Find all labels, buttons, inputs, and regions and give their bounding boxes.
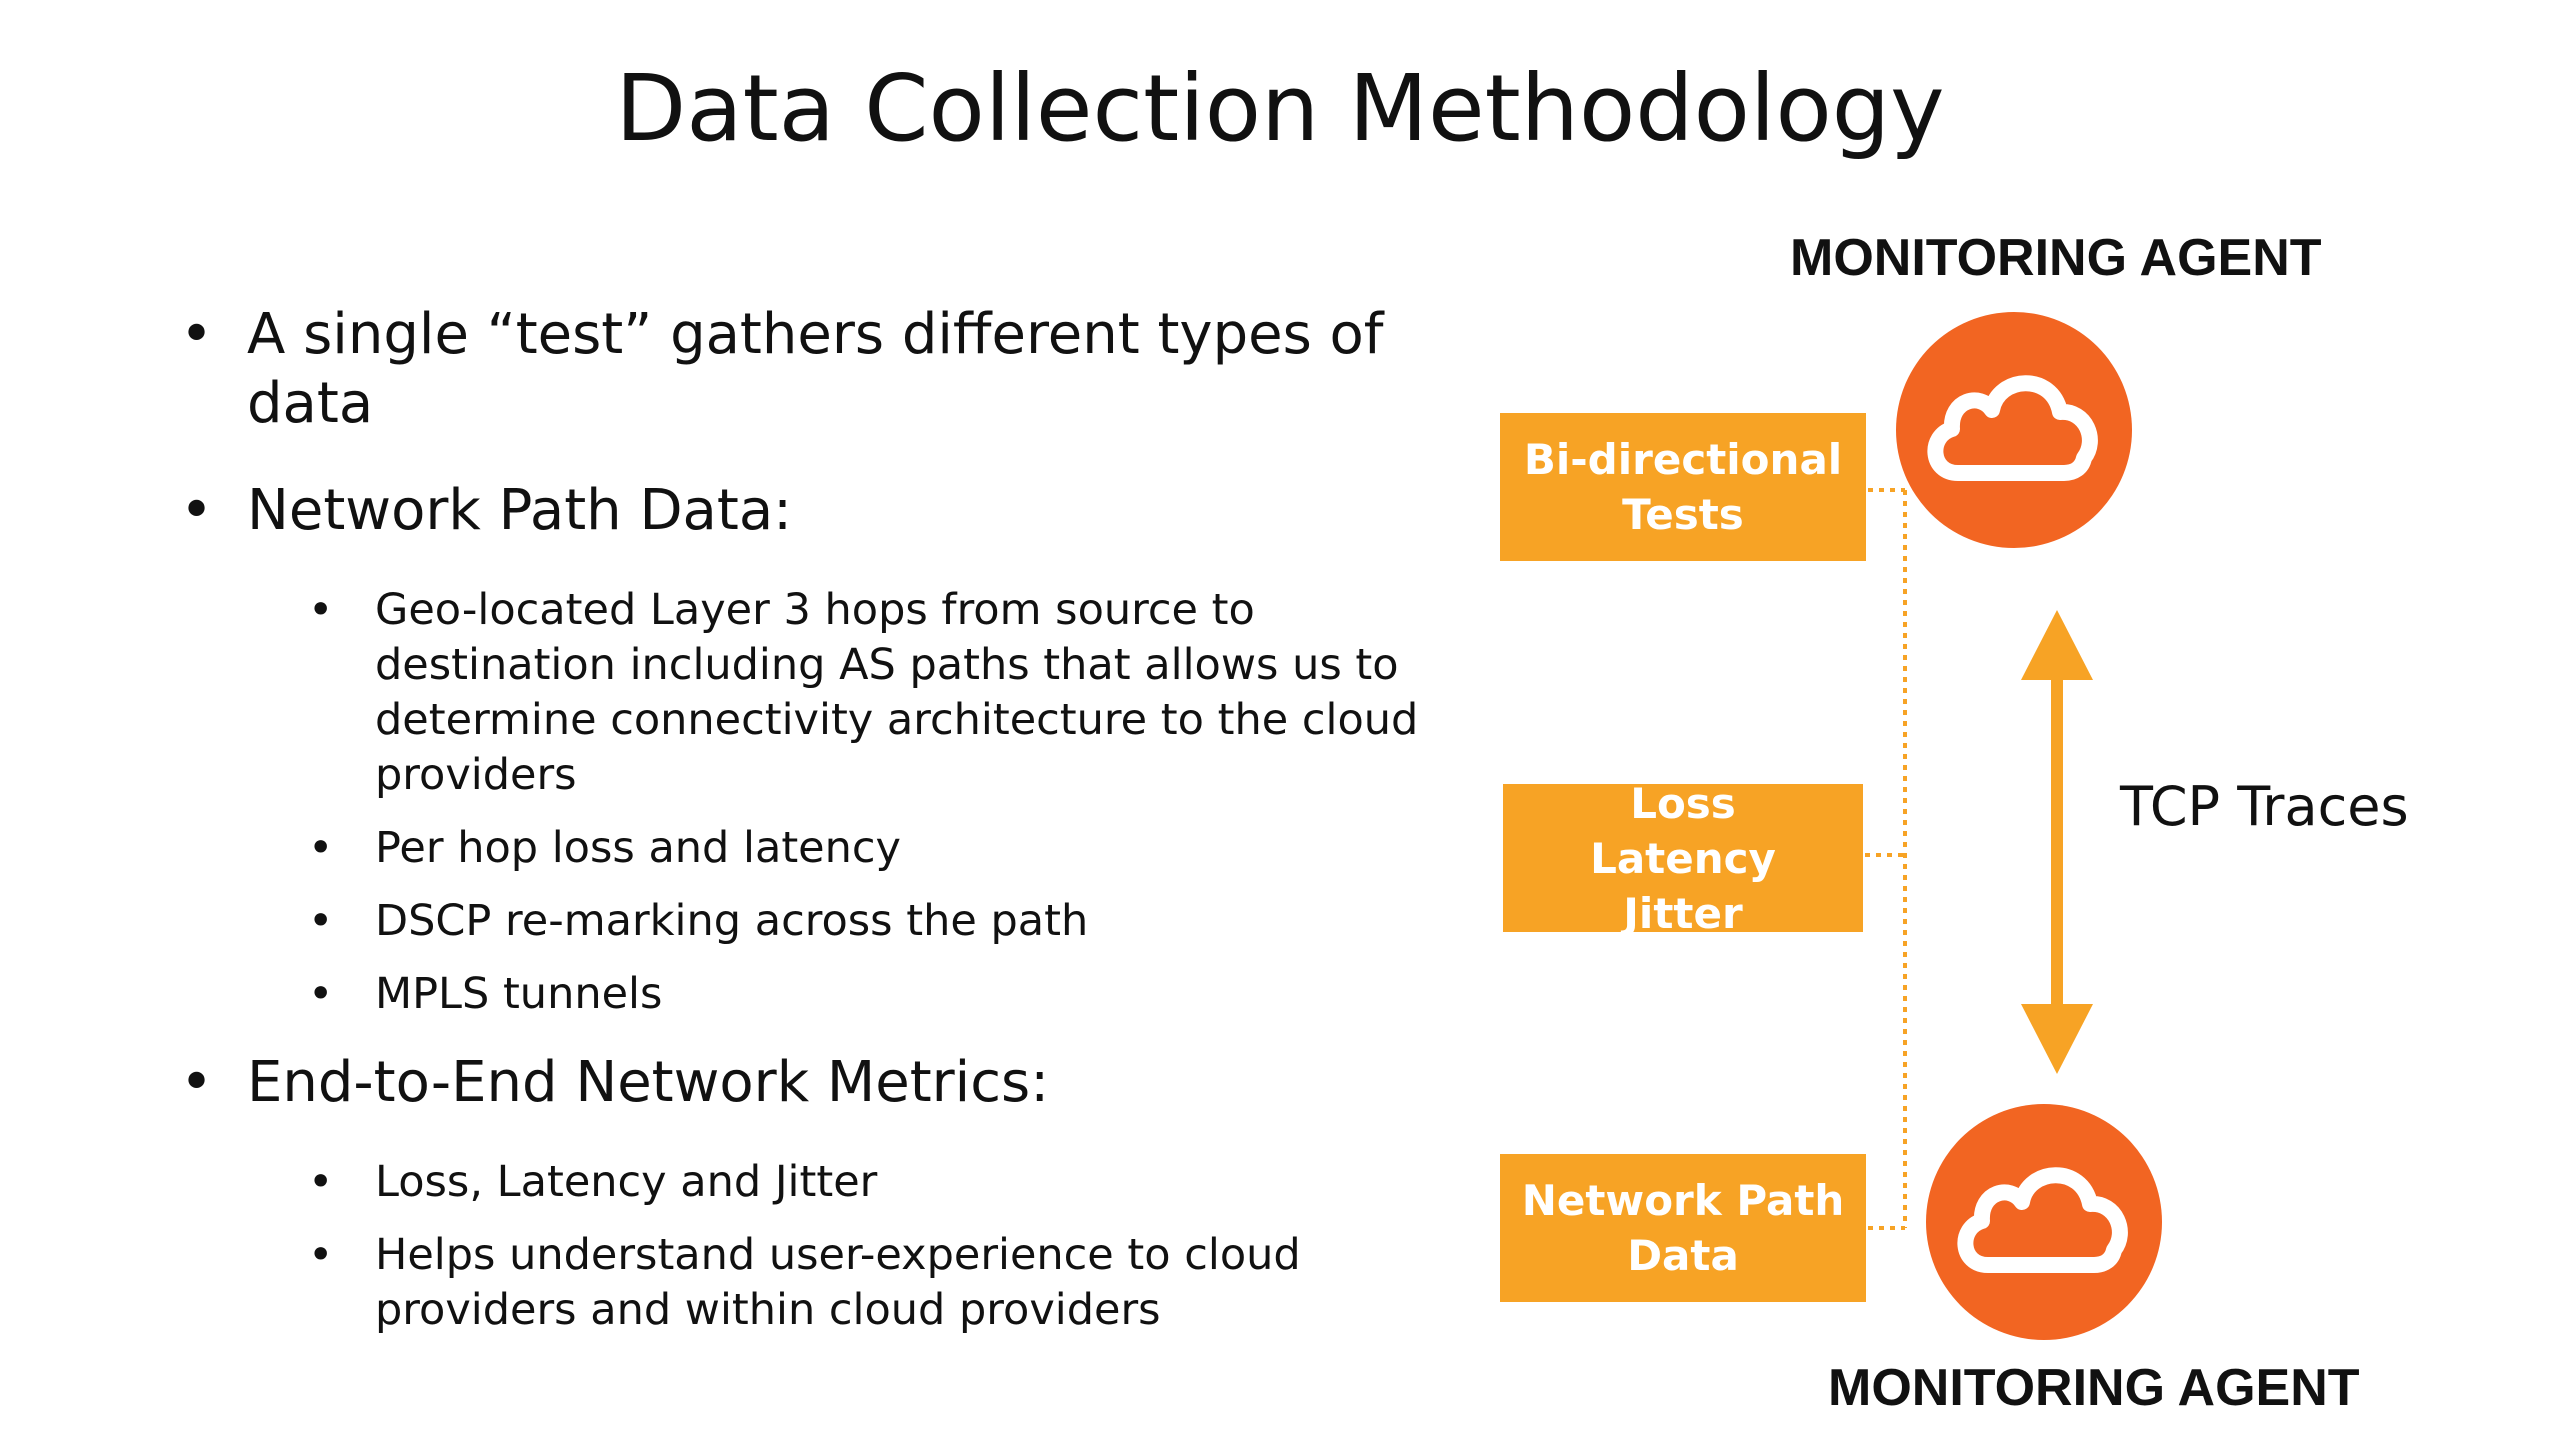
top-agent-cloud-icon <box>1896 312 2132 548</box>
sub-bullet-item: Loss, Latency and Jitter <box>180 1155 1420 1210</box>
box-line: Jitter <box>1623 888 1743 938</box>
loss-latency-jitter-box: Loss Latency Jitter <box>1503 779 1863 938</box>
sub-bullet-item: MPLS tunnels <box>180 967 1420 1022</box>
sub-bullet-list: Loss, Latency and Jitter Helps understan… <box>247 1155 1420 1338</box>
connector-lines <box>1865 488 1907 1230</box>
bullet-item: End-to-End Network Metrics: <box>180 1048 1420 1117</box>
bi-directional-tests-box: Bi-directional Tests <box>1500 413 1866 561</box>
bullet-list: A single “test” gathers different types … <box>180 300 1420 1364</box>
bullet-item: A single “test” gathers different types … <box>180 300 1420 438</box>
sub-bullet-item: Geo-located Layer 3 hops from source to … <box>180 583 1420 803</box>
tcp-traces-arrow <box>2021 610 2093 1074</box>
box-line: Bi-directional <box>1523 435 1843 484</box>
box-line: Network Path <box>1521 1176 1845 1225</box>
box-line: Latency <box>1590 833 1776 883</box>
sub-bullet-item: Helps understand user-experience to clou… <box>180 1228 1420 1338</box>
tcp-traces-label: TCP Traces <box>2120 775 2409 838</box>
page-title: Data Collection Methodology <box>615 55 1945 162</box>
bottom-agent-label: MONITORING AGENT <box>1828 1359 2360 1417</box>
bullet-item: Network Path Data: <box>180 476 1420 545</box>
bottom-agent-cloud-icon <box>1926 1104 2162 1340</box>
box-line: Data <box>1627 1231 1739 1280</box>
box-line: Loss <box>1630 778 1736 828</box>
sub-bullet-list: Geo-located Layer 3 hops from source to … <box>247 583 1420 1022</box>
top-agent-label: MONITORING AGENT <box>1790 229 2322 287</box>
sub-bullet-item: Per hop loss and latency <box>180 821 1420 876</box>
sub-bullet-item: DSCP re-marking across the path <box>180 894 1420 949</box>
network-path-data-box: Network Path Data <box>1500 1154 1866 1302</box>
box-line: Tests <box>1622 490 1744 539</box>
